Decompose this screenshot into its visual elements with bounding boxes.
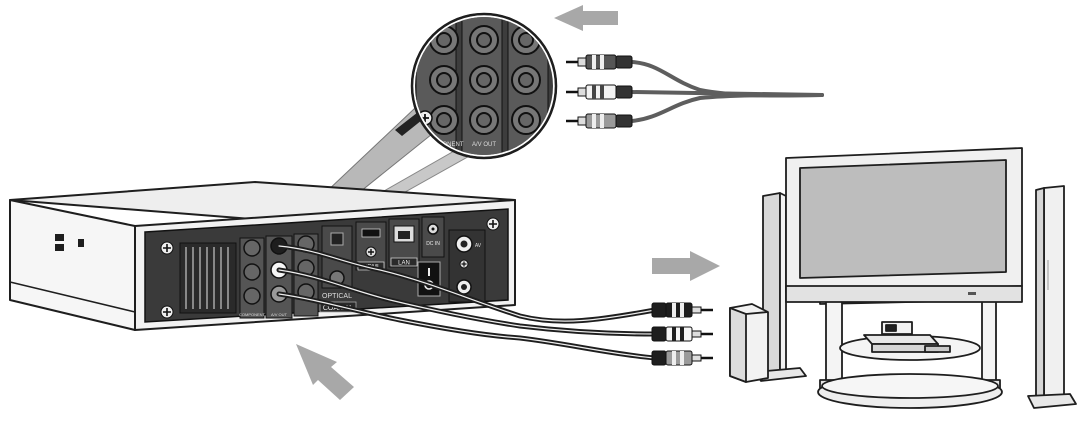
usb-port-icon [55,244,64,251]
plus-icon [160,241,174,255]
rca-plug-icon [566,84,633,100]
tv-stand [817,285,1003,409]
flat-panel-tv [785,147,1023,303]
lan-label: LAN [398,261,410,267]
optical-label: OPTICAL [322,293,352,300]
magnifier-callout: COMPONENT A/V OUT [410,12,558,160]
rca-plug-icon [651,350,713,366]
magnified-av-out-label: A/V OUT [472,142,496,148]
component-out-label: COMPONENT [239,312,266,317]
component-jack-column: COMPONENT [239,237,266,319]
media-player-box: COMPONENT A/V OUT OPTICAL COAXIAL [9,181,516,331]
plus-icon [486,217,500,231]
av-cable-bundle [276,243,658,361]
arrow-icon [554,5,618,31]
mini-av-label: AV [475,243,482,249]
top-rca-cable [630,60,824,123]
usb-port-icon [55,234,64,241]
rca-plug-icon [651,326,713,342]
rca-plug-icon [651,302,713,318]
rca-plug-icon [566,54,633,70]
card-slot-icon [78,239,84,247]
plus-icon [160,305,174,319]
mini-av-block: AV [448,229,486,303]
plus-icon [365,246,377,258]
power-switch [417,261,441,297]
av-out-label: A/V OUT [271,312,288,317]
rca-plug-icon [566,113,633,129]
lan-port: LAN [388,218,420,268]
right-tower-speaker [1027,185,1077,409]
dc-in-label: DC IN [426,241,440,247]
optical-coaxial-block: OPTICAL COAXIAL [319,225,357,313]
arrow-icon [652,251,720,281]
home-theater [729,147,1077,409]
center-speaker [729,303,769,383]
vent-grille [179,242,237,314]
plus-icon [459,259,469,269]
dc-in-port: DC IN [421,216,445,258]
arrow-icon [296,344,354,400]
